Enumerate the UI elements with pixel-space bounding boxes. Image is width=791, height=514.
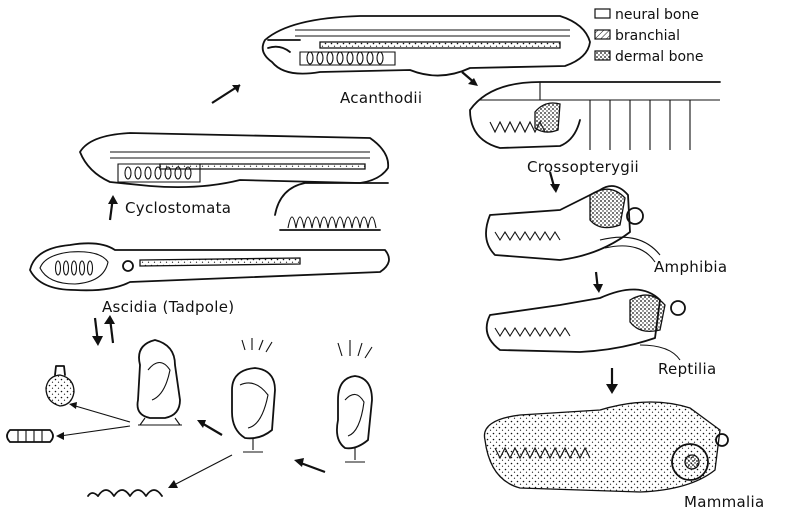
adult-ascidian-2 [232,338,275,452]
ascidia-label: Ascidia (Tadpole) [102,298,234,316]
arrow-asc-to-cyclo [108,195,118,220]
crossopterygii-label: Crossopterygii [527,158,639,176]
legend-dermal-swatch [595,51,610,60]
legend-branchial-label: branchial [615,28,680,44]
cyclostomata-illustration [80,133,388,187]
arrow-acan-to-cross [462,72,478,86]
legend-dermal-label: dermal bone [615,49,704,65]
arrow-a2-to-segmented [56,426,130,440]
arrow-a2-to-a1 [197,420,222,435]
arrow-a3-to-a2 [294,458,325,472]
tadpole-larva [88,490,162,496]
mammalia-label: Mammalia [684,493,764,511]
acanthodii-illustration [263,16,590,76]
arrow-rept-to-mamm [606,368,618,394]
arrow-a1-to-cluster [69,402,130,422]
cyclostomata-label: Cyclostomata [125,199,231,217]
legend-neural-swatch [595,9,610,18]
acanthodii-label: Acanthodii [340,89,422,107]
reptilia-illustration [487,289,685,360]
amphibia-label: Amphibia [654,258,727,276]
adult-ascidian-3 [337,340,372,462]
ascidia-illustration [30,243,389,290]
larva-cluster [46,366,74,406]
cyclostomata-gill-basket [275,183,388,230]
adult-ascidian-1 [138,340,183,425]
arrow-double-asc [92,315,115,346]
mammalia-illustration [484,402,728,492]
amphibia-illustration [486,186,660,262]
legend: neural bone branchial dermal bone [595,7,704,65]
legend-branchial-swatch [595,30,610,39]
segmented-larva [7,430,53,442]
arrow-cyclo-to-acan [212,85,240,103]
arrow-a2-to-larva [168,455,232,488]
arrow-amph-to-rept [593,272,603,293]
legend-neural-label: neural bone [615,7,699,23]
reptilia-label: Reptilia [658,360,716,378]
crossopterygii-illustration [470,82,720,150]
